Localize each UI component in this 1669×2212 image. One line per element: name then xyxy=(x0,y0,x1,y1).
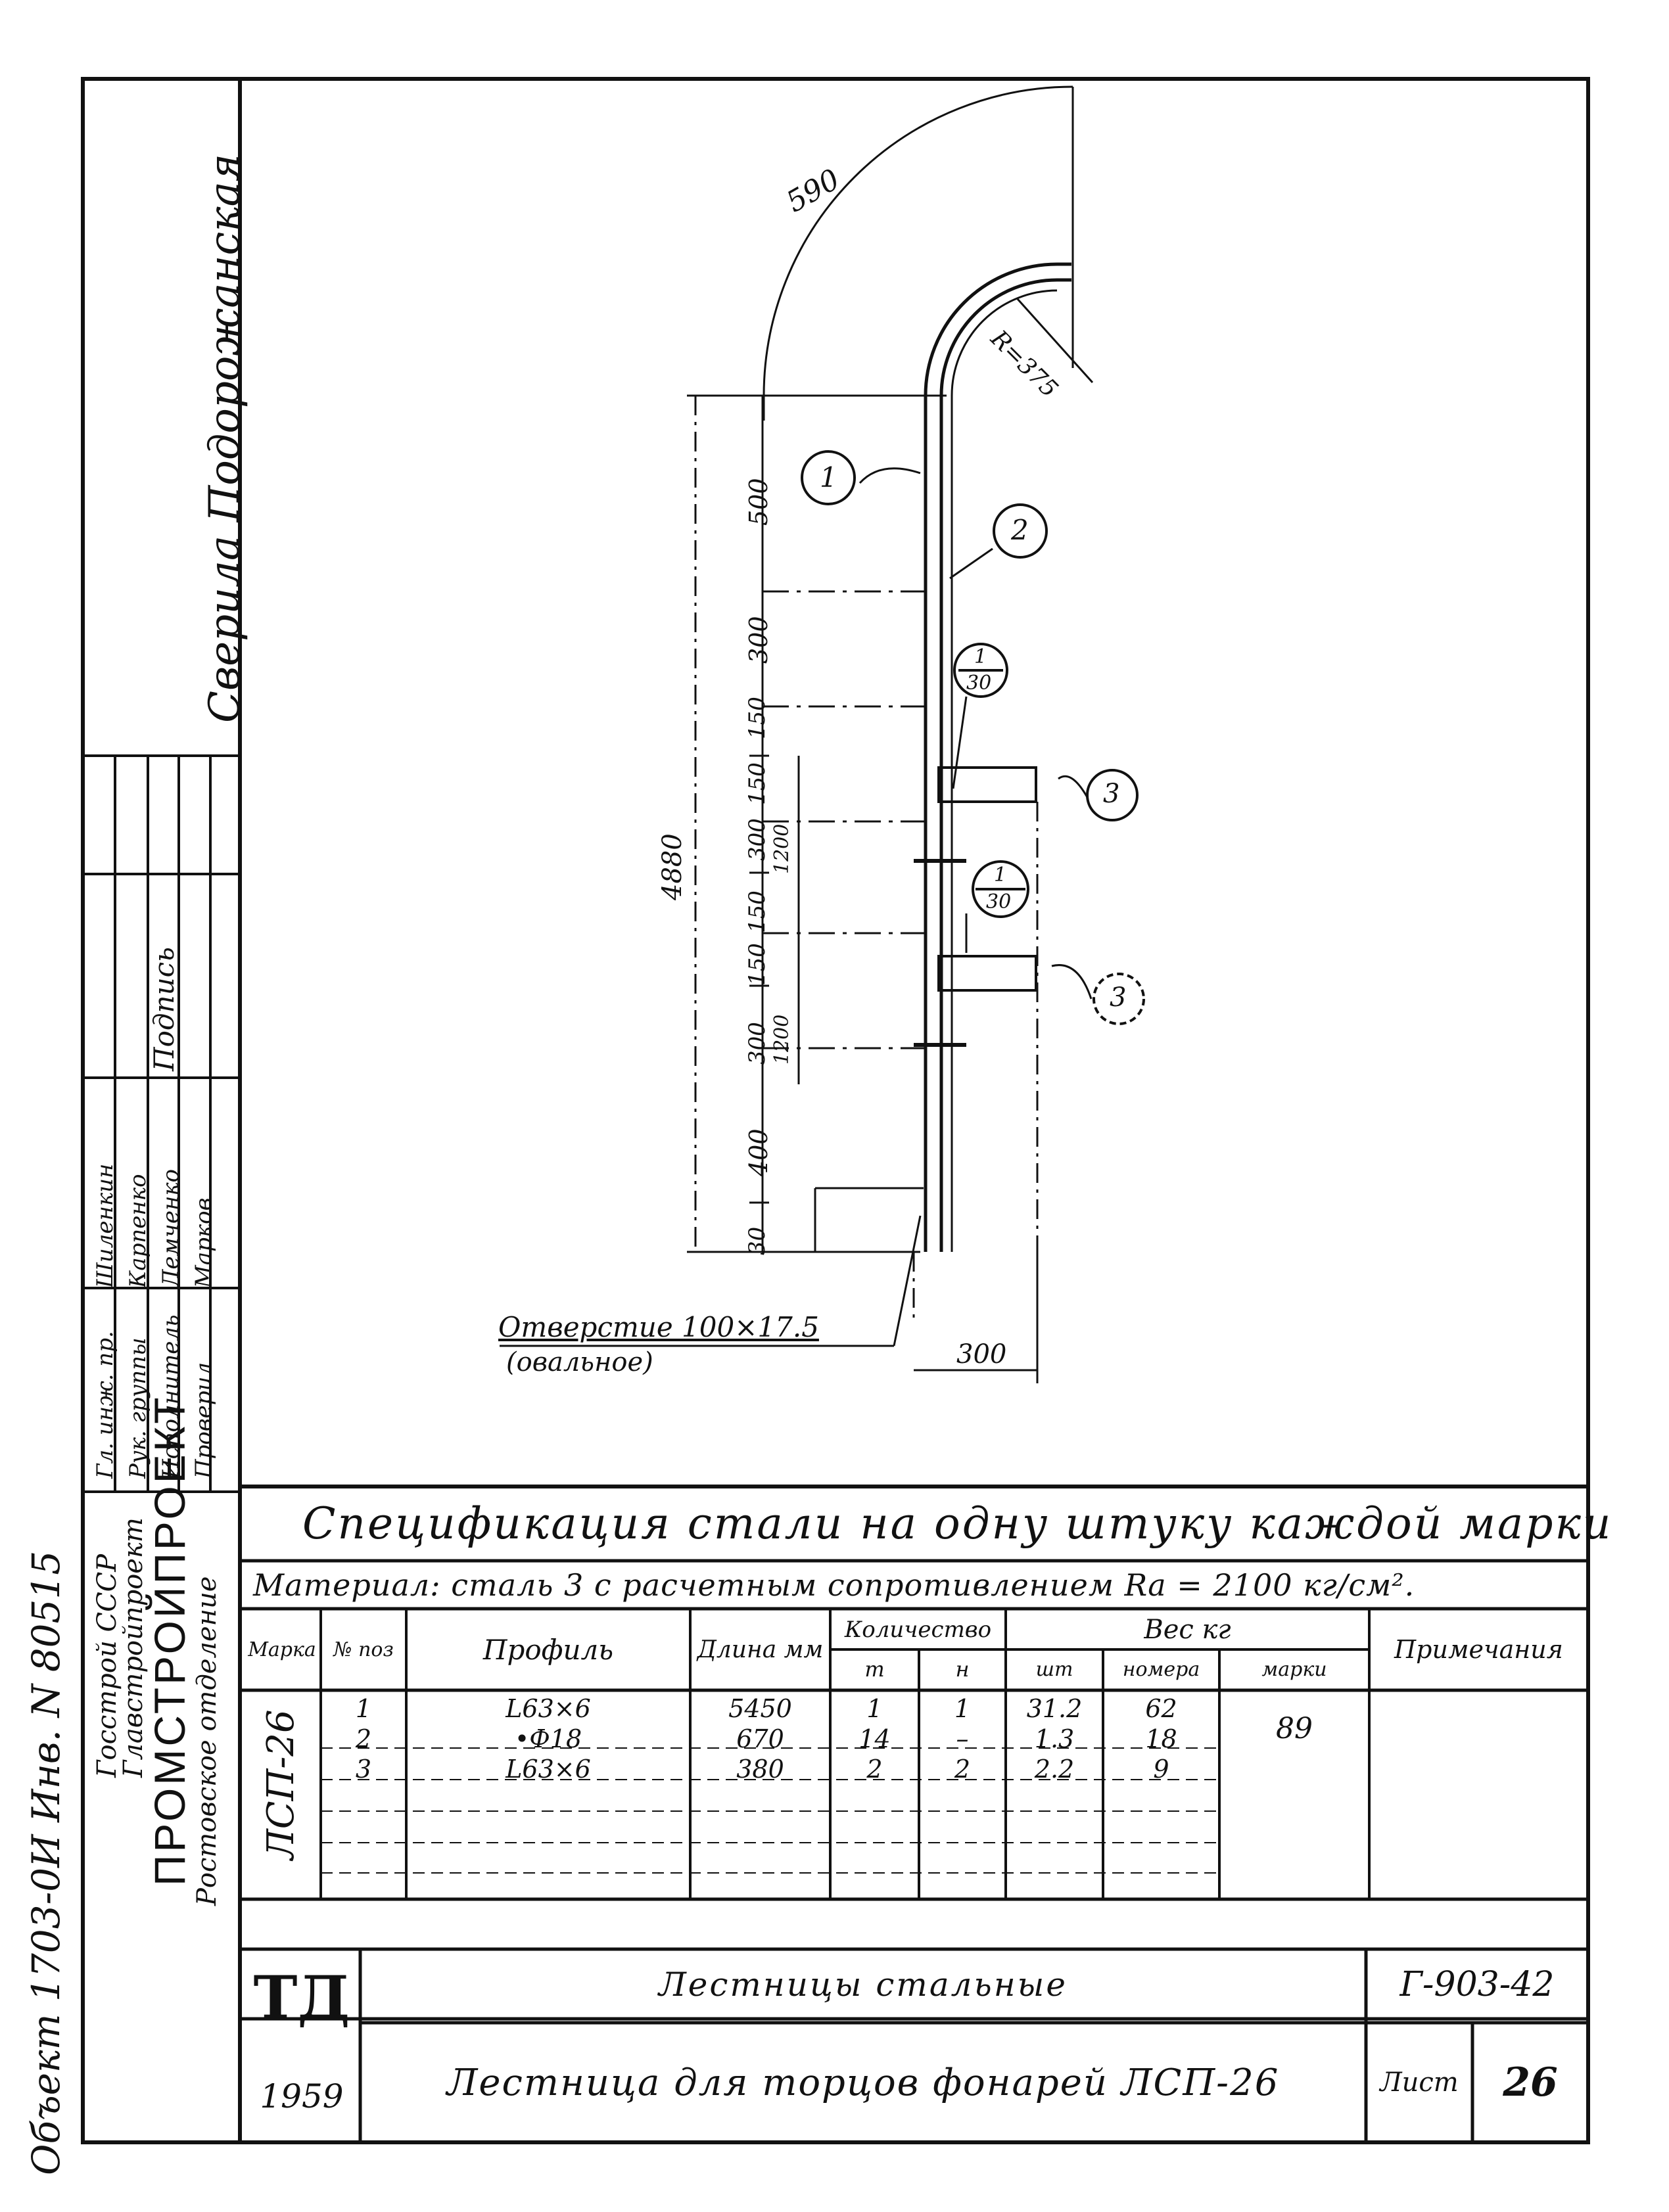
dim-300-a: 300 xyxy=(744,616,773,664)
dim-1200-a: 1200 xyxy=(770,823,793,874)
spec-title: Спецификация стали на одну штуку каждой … xyxy=(302,1498,1613,1549)
row1-length: 5450 xyxy=(728,1694,792,1723)
callout-leaders xyxy=(858,467,1093,1000)
header-mark: Марка xyxy=(248,1638,316,1661)
hole-note: Отверстие 100×17.5 xyxy=(498,1311,819,1343)
row2-length: 670 xyxy=(736,1724,784,1753)
callout-3a: 3 xyxy=(1103,779,1120,809)
sheet-number: 26 xyxy=(1503,2060,1558,2106)
callout-2: 2 xyxy=(1011,514,1029,546)
row3-profile: L63×6 xyxy=(505,1755,591,1784)
hole-note-oval: (овальное) xyxy=(506,1347,653,1377)
dim-150-d: 150 xyxy=(744,943,770,986)
drawing-name: Лестница для торцов фонарей ЛСП-26 xyxy=(446,2061,1280,2104)
header-qty-t: т xyxy=(864,1657,885,1682)
callout-1: 1 xyxy=(820,461,837,494)
rung-lines xyxy=(763,590,926,1049)
sign-block-grid xyxy=(83,754,240,1493)
row2-qty-t: 14 xyxy=(858,1724,891,1753)
plate-item-3 xyxy=(937,766,1037,992)
splice-marks xyxy=(914,859,966,1047)
header-profile: Профиль xyxy=(482,1633,614,1666)
sheet-label: Лист xyxy=(1380,2067,1459,2098)
row2-pos: 2 xyxy=(355,1724,372,1753)
callout-3b: 3 xyxy=(1110,982,1127,1013)
spec-table-grid xyxy=(240,1559,1588,1951)
dim-300-b: 300 xyxy=(744,818,770,861)
callout-frac-b-num: 1 xyxy=(994,864,1007,887)
row2-qty-n: – xyxy=(956,1724,969,1753)
header-qty: Количество xyxy=(844,1617,992,1643)
row3-w-piece: 2.2 xyxy=(1034,1755,1075,1784)
row1-pos: 1 xyxy=(355,1694,372,1723)
row2-profile: •Ф18 xyxy=(514,1724,582,1753)
mark-value: ЛСП-26 xyxy=(260,1709,302,1860)
drawing-code: Г-903-42 xyxy=(1399,1965,1555,2004)
spec-material: Материал: сталь 3 с расчетным сопротивле… xyxy=(253,1567,1415,1603)
dimension-chain xyxy=(687,394,947,1253)
row1-profile: L63×6 xyxy=(505,1694,591,1723)
row1-qty-t: 1 xyxy=(866,1694,883,1723)
dim-150-a: 150 xyxy=(744,697,770,739)
row2-w-pos: 18 xyxy=(1145,1724,1177,1753)
dimension-300 xyxy=(914,1252,1039,1383)
header-w-pos: номера xyxy=(1122,1657,1200,1681)
title-block-grid xyxy=(240,1949,1588,2142)
header-pos: № поз xyxy=(333,1638,394,1661)
dim-150-c: 150 xyxy=(744,890,770,933)
year: 1959 xyxy=(260,2077,344,2115)
header-w-piece: шт xyxy=(1035,1657,1073,1681)
header-qty-n: н xyxy=(955,1657,970,1682)
sheet-border xyxy=(81,77,1590,2144)
ladder-stringer xyxy=(924,262,1071,1252)
row2-w-piece: 1.3 xyxy=(1034,1724,1075,1753)
callout-frac-b-den: 30 xyxy=(986,890,1012,913)
dim-300-bottom: 300 xyxy=(956,1339,1007,1370)
dim-150-b: 150 xyxy=(744,762,770,805)
header-length: Длина мм xyxy=(697,1636,824,1663)
row3-qty-t: 2 xyxy=(866,1755,883,1784)
dimension-590-arc xyxy=(763,85,1074,421)
dim-500: 500 xyxy=(744,478,773,526)
dim-30: 30 xyxy=(744,1226,770,1255)
header-w-mark: марки xyxy=(1261,1657,1327,1681)
radius-line xyxy=(1016,298,1094,384)
dim-400: 400 xyxy=(744,1128,773,1176)
row1-qty-n: 1 xyxy=(954,1694,971,1723)
series-title: Лестницы стальные xyxy=(659,1966,1068,2004)
dim-1200-b: 1200 xyxy=(770,1014,793,1065)
row3-w-pos: 9 xyxy=(1153,1755,1169,1784)
dim-4880: 4880 xyxy=(657,833,688,900)
row1-w-piece: 31.2 xyxy=(1026,1694,1083,1723)
row3-length: 380 xyxy=(736,1755,784,1784)
callout-circles xyxy=(801,450,1145,1025)
td-logo: ТД xyxy=(253,1963,350,2033)
row3-pos: 3 xyxy=(355,1755,372,1784)
row1-w-pos: 62 xyxy=(1145,1694,1177,1723)
header-weight: Вес кг xyxy=(1144,1615,1231,1645)
dim-300-c: 300 xyxy=(744,1022,770,1065)
callout-frac-a-den: 30 xyxy=(966,672,992,695)
row3-qty-n: 2 xyxy=(954,1755,971,1784)
mark-weight: 89 xyxy=(1276,1711,1313,1745)
callout-frac-a-num: 1 xyxy=(974,645,987,668)
header-note: Примечания xyxy=(1394,1635,1563,1664)
bottom-hole-detail xyxy=(500,1187,924,1347)
